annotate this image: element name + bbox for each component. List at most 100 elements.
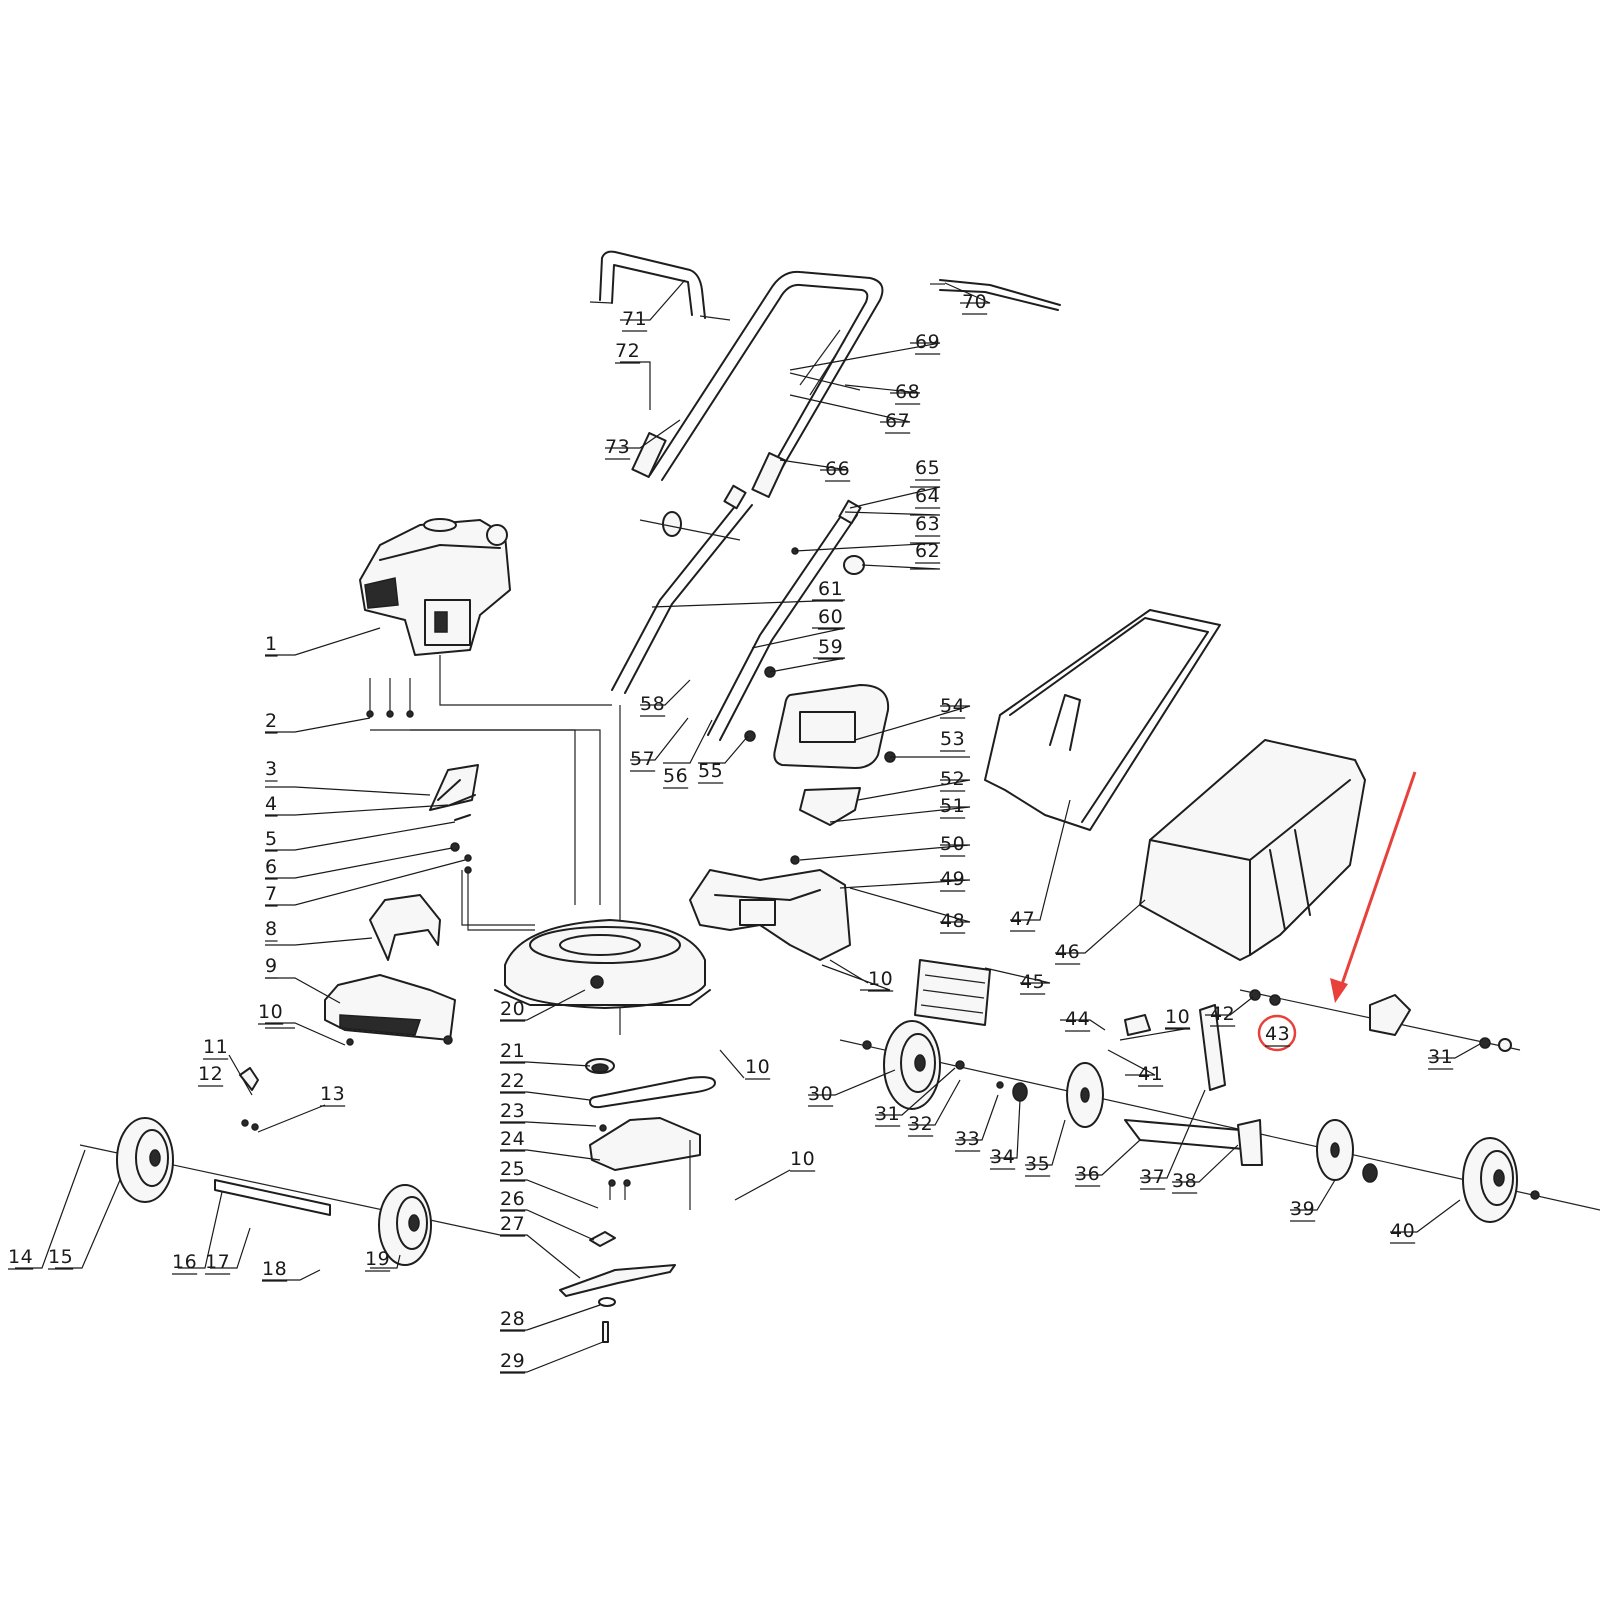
callout-63: 63 bbox=[915, 513, 940, 535]
callout-10-right: 10 bbox=[1165, 1006, 1190, 1028]
callout-15: 15 bbox=[48, 1246, 73, 1268]
callout-27: 27 bbox=[500, 1213, 525, 1235]
callout-2: 2 bbox=[265, 710, 278, 732]
callout-22: 22 bbox=[500, 1070, 525, 1092]
callout-58: 58 bbox=[640, 693, 665, 715]
callout-39: 39 bbox=[1290, 1198, 1315, 1220]
mulch-plug bbox=[914, 959, 991, 1026]
rear-housing bbox=[689, 869, 851, 961]
callout-40: 40 bbox=[1390, 1220, 1415, 1242]
rear-flap-parts bbox=[773, 684, 890, 865]
callout-64: 64 bbox=[915, 485, 940, 507]
callout-19: 19 bbox=[365, 1248, 390, 1270]
callout-45: 45 bbox=[1020, 971, 1045, 993]
callout-52: 52 bbox=[940, 768, 965, 790]
engine-bolts bbox=[366, 678, 414, 718]
callout-67: 67 bbox=[885, 410, 910, 432]
callout-42: 42 bbox=[1210, 1003, 1235, 1025]
callout-62: 62 bbox=[915, 540, 940, 562]
callout-70: 70 bbox=[962, 291, 987, 313]
mower-deck bbox=[494, 919, 711, 1009]
callout-36: 36 bbox=[1075, 1163, 1100, 1185]
callout-54: 54 bbox=[940, 695, 965, 717]
callout-61: 61 bbox=[818, 578, 843, 600]
callout-57: 57 bbox=[630, 748, 655, 770]
callout-41: 41 bbox=[1138, 1063, 1163, 1085]
callout-48: 48 bbox=[940, 910, 965, 932]
rear-wheel-right bbox=[1462, 1137, 1518, 1223]
callout-25: 25 bbox=[500, 1158, 525, 1180]
callout-10-center: 10 bbox=[745, 1056, 770, 1078]
callout-51: 51 bbox=[940, 795, 965, 817]
callout-49: 49 bbox=[940, 868, 965, 890]
callout-17: 17 bbox=[205, 1251, 230, 1273]
callout-20: 20 bbox=[500, 998, 525, 1020]
height-adjuster bbox=[1124, 1014, 1151, 1036]
callout-6: 6 bbox=[265, 856, 278, 878]
left-small-parts bbox=[429, 764, 479, 874]
rear-gears bbox=[862, 1040, 1540, 1200]
callout-leaders bbox=[15, 279, 1481, 1373]
callout-1: 1 bbox=[265, 633, 278, 655]
callout-23: 23 bbox=[500, 1100, 525, 1122]
callout-38: 38 bbox=[1172, 1170, 1197, 1192]
upper-handle-bar bbox=[589, 250, 731, 321]
callout-21: 21 bbox=[500, 1040, 525, 1062]
grass-bag-frame bbox=[984, 609, 1221, 831]
callout-53: 53 bbox=[940, 728, 965, 750]
callout-55: 55 bbox=[698, 760, 723, 782]
callout-10-housing: 10 bbox=[868, 968, 893, 990]
callout-35: 35 bbox=[1025, 1153, 1050, 1175]
callout-71: 71 bbox=[622, 308, 647, 330]
belt-cover bbox=[369, 894, 441, 961]
callout-46: 46 bbox=[1055, 941, 1080, 963]
callout-43: 43 bbox=[1265, 1023, 1290, 1045]
callout-14: 14 bbox=[8, 1246, 33, 1268]
callout-59: 59 bbox=[818, 636, 843, 658]
callout-31-left: 31 bbox=[875, 1103, 900, 1125]
callout-60: 60 bbox=[818, 606, 843, 628]
callout-66: 66 bbox=[825, 458, 850, 480]
front-wheel-left bbox=[116, 1117, 174, 1203]
callout-72: 72 bbox=[615, 340, 640, 362]
grass-bag bbox=[1139, 739, 1366, 961]
callout-18: 18 bbox=[262, 1258, 287, 1280]
cable-bar bbox=[930, 279, 1061, 311]
callout-5: 5 bbox=[265, 828, 278, 850]
callout-33: 33 bbox=[955, 1128, 980, 1150]
callout-47: 47 bbox=[1010, 908, 1035, 930]
callout-8: 8 bbox=[265, 918, 278, 940]
callout-69: 69 bbox=[915, 331, 940, 353]
callout-31-right: 31 bbox=[1428, 1046, 1453, 1068]
callout-12: 12 bbox=[198, 1063, 223, 1085]
lower-handle bbox=[611, 484, 862, 741]
callout-56: 56 bbox=[663, 765, 688, 787]
callout-24: 24 bbox=[500, 1128, 525, 1150]
callout-34: 34 bbox=[990, 1146, 1015, 1168]
front-wheel-right bbox=[378, 1184, 432, 1266]
blade-assembly bbox=[559, 1231, 676, 1343]
rear-wheel-left bbox=[883, 1020, 941, 1110]
callout-13: 13 bbox=[320, 1083, 345, 1105]
callout-10-bottom: 10 bbox=[790, 1148, 815, 1170]
callout-11: 11 bbox=[203, 1036, 228, 1058]
callout-26: 26 bbox=[500, 1188, 525, 1210]
callout-44: 44 bbox=[1065, 1008, 1090, 1030]
drive-parts bbox=[585, 1058, 716, 1210]
callout-4: 4 bbox=[265, 793, 278, 815]
callout-7: 7 bbox=[265, 883, 278, 905]
callout-10-left: 10 bbox=[258, 1001, 283, 1023]
shroud bbox=[324, 974, 456, 1046]
callout-37: 37 bbox=[1140, 1166, 1165, 1188]
callout-numbers: 1 2 3 4 5 6 7 8 9 10 10 10 10 10 11 12 1… bbox=[8, 291, 1454, 1374]
callout-73: 73 bbox=[605, 436, 630, 458]
callout-68: 68 bbox=[895, 381, 920, 403]
callout-3: 3 bbox=[265, 758, 278, 780]
callout-28: 28 bbox=[500, 1308, 525, 1330]
callout-50: 50 bbox=[940, 833, 965, 855]
callout-30: 30 bbox=[808, 1083, 833, 1105]
callout-16: 16 bbox=[172, 1251, 197, 1273]
engine bbox=[359, 518, 511, 700]
